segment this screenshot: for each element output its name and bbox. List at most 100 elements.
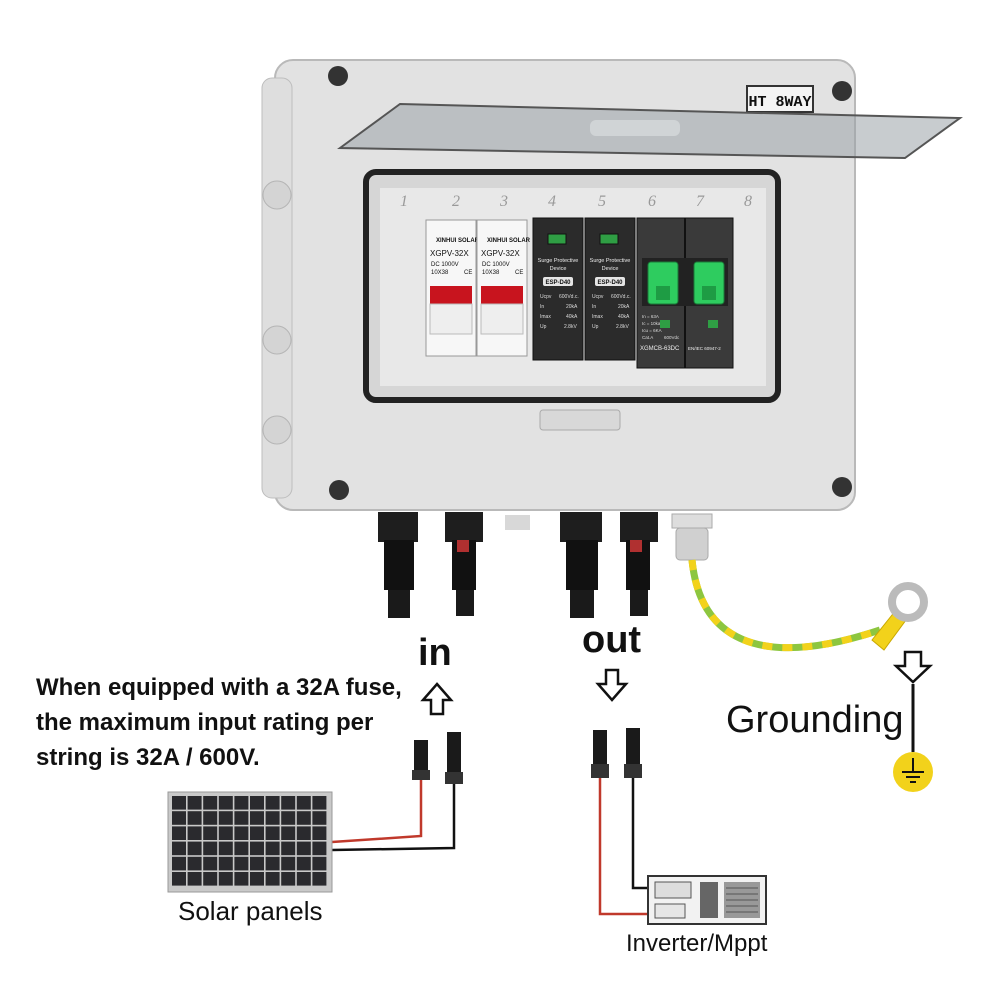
spd-spec-key: In: [540, 304, 544, 310]
solar-cell: [296, 856, 311, 871]
spd-spec-key: Ucpv: [540, 294, 552, 300]
solar-cell: [218, 856, 233, 871]
solar-cell: [250, 796, 264, 810]
solar-cell: [296, 811, 311, 825]
solar-cell: [296, 872, 311, 886]
spd-spec-val: 40kA: [618, 314, 630, 320]
spd-model: ESP-D40: [545, 280, 571, 286]
up-arrow-icon: [420, 682, 454, 716]
wire-negative: [331, 784, 456, 852]
fuse-rating: DC 1000V: [431, 262, 459, 268]
breaker-standard: EN/IEC 60947-2: [688, 346, 721, 351]
input-connector-pair: [412, 732, 463, 784]
solar-cell: [296, 841, 311, 856]
solar-cell: [265, 856, 280, 871]
solar-cell: [187, 841, 202, 856]
fuse-holder[interactable]: XINHUI SOLAR XGPV-32X DC 1000V 10X38 CE: [425, 219, 480, 357]
solar-cell: [250, 856, 264, 871]
breaker-model: XGMCB-63DC: [640, 346, 680, 352]
solar-cell: [172, 826, 186, 840]
solar-cell: [250, 826, 264, 840]
fuse-brand: XINHUI SOLAR: [436, 238, 480, 244]
solar-cell: [218, 841, 233, 856]
ring-terminal: [888, 582, 928, 622]
breaker-toggle[interactable]: [693, 261, 725, 305]
fuse-window: [481, 286, 523, 304]
solar-panel: [167, 791, 333, 893]
solar-cell: [265, 826, 280, 840]
solar-cell: [296, 796, 311, 810]
solar-cell: [172, 856, 186, 871]
solar-cell: [203, 856, 218, 871]
solar-cell: [281, 856, 296, 871]
spd-spec-val: 2.8kV: [564, 324, 577, 330]
down-arrow-icon: [892, 650, 934, 684]
spd-spec-val: 40kA: [566, 314, 578, 320]
slot-number: 7: [696, 193, 705, 210]
solar-cell: [234, 856, 249, 871]
solar-cell: [312, 841, 327, 856]
solar-cell: [312, 872, 327, 886]
spd-spec-key: Up: [540, 324, 547, 330]
fuse-size: 10X38: [482, 270, 500, 276]
fuse-mark: CE: [464, 270, 472, 276]
solar-cell: [172, 841, 186, 856]
spd-spec-key: Imax: [592, 314, 603, 320]
spd-title: Device: [550, 266, 567, 272]
nameplate: [746, 85, 814, 113]
solar-cell: [281, 841, 296, 856]
spd-spec-val: 2.8kV: [616, 324, 629, 330]
breaker-spec: Cat.A: [642, 335, 653, 340]
spd-spec-val: 600Vd.c.: [559, 294, 579, 300]
screw-top-left: [328, 66, 348, 86]
breaker-spec: Icu = 6KA: [642, 328, 662, 333]
wire-negative: [631, 778, 650, 890]
fuse-size: 10X38: [431, 270, 449, 276]
fuse-model: XGPV-32X: [481, 249, 520, 258]
screw-bottom-right: [832, 477, 852, 497]
fuse-rating-note: When equipped with a 32A fuse, the maxim…: [36, 670, 402, 775]
solar-cell: [312, 826, 327, 840]
status-indicator: [599, 233, 619, 245]
breaker-toggle[interactable]: [647, 261, 679, 305]
screw-top-right: [832, 81, 852, 101]
spd-spec-val: 20kA: [618, 304, 630, 310]
status-indicator: [547, 233, 567, 245]
inverter-label: Inverter/Mppt: [626, 930, 768, 957]
solar-cell: [218, 826, 233, 840]
solar-cell: [296, 826, 311, 840]
fuse-brand: XINHUI SOLAR: [487, 238, 531, 244]
note-line: the maximum input rating per: [36, 709, 374, 736]
surge-protective-device: Surge Protective Device ESP-D40 Ucpv 600…: [584, 217, 636, 361]
solar-cell: [281, 826, 296, 840]
solar-cell: [187, 856, 202, 871]
slot-number: 6: [648, 193, 656, 210]
output-label: out: [582, 619, 642, 661]
fuse-mark: CE: [515, 270, 523, 276]
spd-spec-key: Up: [592, 324, 599, 330]
solar-cell: [218, 811, 233, 825]
slot-number: 1: [400, 193, 408, 210]
solar-cell: [203, 826, 218, 840]
solar-cell: [265, 811, 280, 825]
dc-breaker: In = 63A Ic = 10ka Icu = 6KA Cat.A 600Vd…: [636, 217, 734, 369]
solar-cell: [187, 872, 202, 886]
solar-cell: [218, 796, 233, 810]
solar-cell: [312, 811, 327, 825]
wire-positive: [598, 778, 650, 916]
solar-cell: [172, 811, 186, 825]
solar-cell: [234, 826, 249, 840]
solar-cell: [281, 796, 296, 810]
cable-gland: [671, 513, 713, 561]
solar-cell: [234, 872, 249, 886]
spd-title: Surge Protective: [590, 258, 631, 264]
spd-title: Device: [602, 266, 619, 272]
note-line: When equipped with a 32A fuse,: [36, 674, 402, 701]
solar-cell: [234, 841, 249, 856]
fuse-holder[interactable]: XINHUI SOLAR XGPV-32X DC 1000V 10X38 CE: [476, 219, 531, 357]
solar-cell: [281, 811, 296, 825]
surge-protective-device: Surge Protective Device ESP-D40 Ucpv 600…: [532, 217, 584, 361]
solar-cell: [265, 796, 280, 810]
solar-cell: [265, 841, 280, 856]
